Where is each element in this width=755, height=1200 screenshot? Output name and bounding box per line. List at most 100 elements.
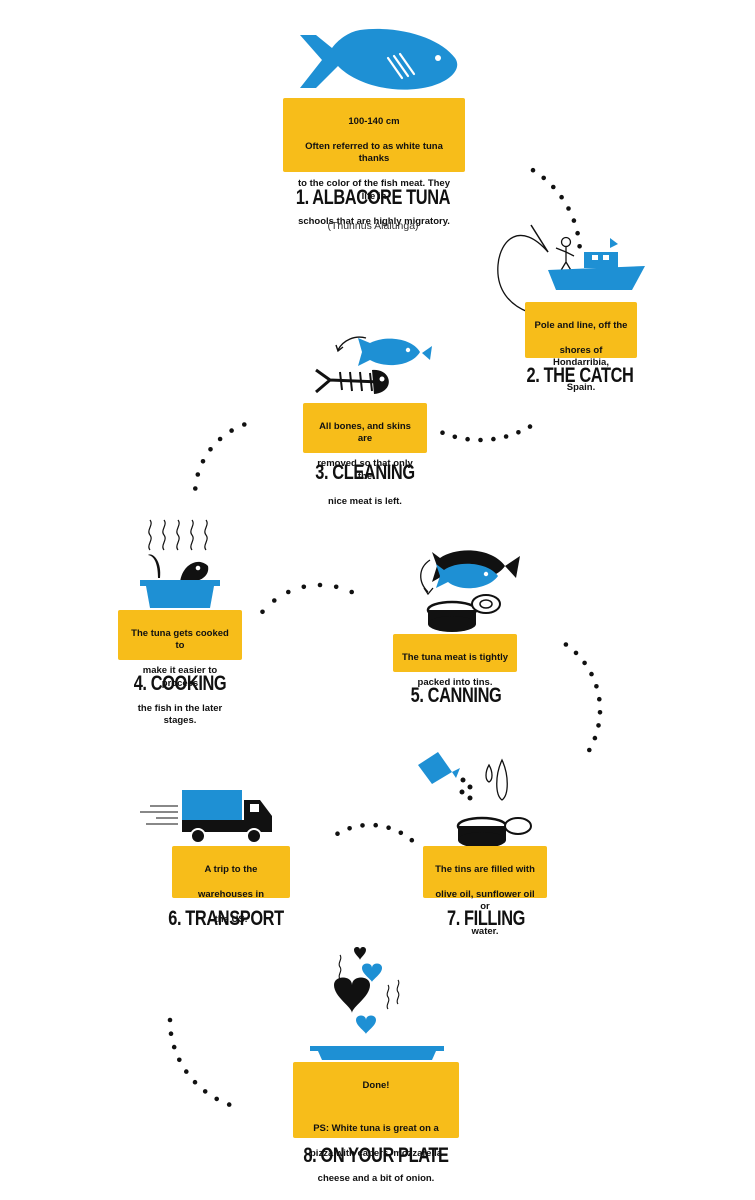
connector-dot xyxy=(582,660,587,666)
note-line: Pole and line, off the xyxy=(534,319,628,331)
connector-dot xyxy=(193,486,198,491)
connector-dot xyxy=(192,1079,198,1085)
note-line xyxy=(301,1105,451,1111)
step-1-title: 1. ALBACORE TUNA xyxy=(295,186,451,209)
step-3-note: All bones, and skins are removed so that… xyxy=(303,403,427,507)
connector-dot xyxy=(577,244,582,249)
note-line: the US. xyxy=(214,913,248,925)
note-line: schools that are highly migratory. xyxy=(298,215,450,227)
step-5-title: 5. CANNING xyxy=(410,684,502,707)
note-line: All bones, and skins are xyxy=(319,420,411,445)
connector-dot xyxy=(242,422,247,427)
oil-drops-icon xyxy=(418,752,532,848)
connector-dot xyxy=(398,830,404,836)
connector-dot xyxy=(301,584,307,590)
step-6-note: A trip to the warehouses in the US. xyxy=(172,846,290,925)
step-7-note: The tins are filled with olive oil, sunf… xyxy=(423,846,547,937)
note-line: The tins are filled with xyxy=(435,863,535,875)
note-line: Often referred to as white tuna thanks xyxy=(305,140,443,165)
note-line: pizza with capers, mozzarella xyxy=(310,1148,442,1159)
connector-dot xyxy=(272,598,277,603)
note-line: Done! xyxy=(362,1079,390,1091)
connector-dot xyxy=(347,826,352,831)
step-6-title: 6. TRANSPORT xyxy=(168,907,284,930)
tin-can-icon xyxy=(420,550,520,632)
connector-dot xyxy=(503,434,509,439)
step-2-note: Pole and line, off the shores of Hondarr… xyxy=(525,302,637,393)
note-line: to the color of the fish meat. They life… xyxy=(297,178,450,202)
connector-dot xyxy=(566,206,571,211)
step-1-note: 100-140 cm Often referred to as white tu… xyxy=(283,98,465,227)
connector-dot xyxy=(177,1057,182,1063)
step-4-note: The tuna gets cooked to make it easier t… xyxy=(118,610,242,726)
note-line: make it easier to process xyxy=(142,665,218,689)
connector-dot xyxy=(452,434,458,440)
connector-dot xyxy=(167,1017,173,1023)
connector-dot xyxy=(386,825,391,830)
note-line: packed into tins. xyxy=(417,676,493,688)
connector-dot xyxy=(373,822,379,828)
note-line: 100-140 cm xyxy=(348,115,400,127)
connector-dot xyxy=(202,1089,208,1094)
truck-icon xyxy=(140,790,272,844)
connector-dot xyxy=(530,167,536,173)
connector-dot xyxy=(229,428,234,433)
connector-dot xyxy=(317,582,323,588)
connector-dot xyxy=(594,684,599,689)
note-line: cheese and a bit of onion. xyxy=(317,1173,435,1184)
connector-dot xyxy=(491,436,496,442)
note-line: warehouses in xyxy=(198,888,264,900)
step-4-title: 4. COOKING xyxy=(133,672,227,695)
dotted-connectors xyxy=(167,167,603,1107)
connector-dot xyxy=(596,723,601,728)
connector-dot xyxy=(559,194,564,200)
connector-dot xyxy=(571,218,577,223)
connector-dot xyxy=(195,472,201,477)
note-line: A trip to the xyxy=(204,863,258,875)
connector-dot xyxy=(589,671,594,677)
connector-dot xyxy=(597,696,602,702)
note-line: water. xyxy=(471,926,499,937)
connector-dot xyxy=(465,436,470,442)
note-line: The tuna gets cooked to xyxy=(131,627,229,652)
step-1-subtitle: (Thunnus Alalunga) xyxy=(327,220,419,232)
connector-dot xyxy=(527,424,533,429)
note-line: olive oil, sunflower oil or xyxy=(435,888,535,913)
connector-dot xyxy=(541,175,546,181)
step-7-title: 7. FILLING xyxy=(447,907,525,930)
connector-dot xyxy=(171,1044,177,1050)
step-5-note: The tuna meat is tightly packed into tin… xyxy=(393,634,517,688)
connector-dot xyxy=(563,642,569,647)
connector-dot xyxy=(200,459,206,464)
fish-skeleton-icon xyxy=(315,336,432,394)
plate-hearts-icon xyxy=(310,947,444,1060)
note-line: The tuna meat is tightly xyxy=(401,651,509,663)
connector-dot xyxy=(217,436,223,442)
cooking-pot-icon xyxy=(140,519,220,608)
connector-dot xyxy=(409,837,415,843)
note-line: removed so that only the xyxy=(317,458,413,482)
note-line: the fish in the later stages. xyxy=(137,702,223,727)
step-8-title: 8. ON YOUR PLATE xyxy=(303,1144,449,1167)
connector-dot xyxy=(333,584,339,590)
fishing-boat-icon xyxy=(497,224,645,313)
connector-dot xyxy=(208,447,213,452)
connector-dot xyxy=(349,589,355,595)
connector-dot xyxy=(597,710,603,715)
connector-dot xyxy=(260,609,265,615)
step-2-title: 2. THE CATCH xyxy=(526,364,634,387)
connector-dot xyxy=(360,823,365,828)
connector-dot xyxy=(592,735,598,741)
connector-dot xyxy=(575,230,580,236)
tuna-fish-icon xyxy=(300,28,458,90)
note-line: Spain. xyxy=(566,382,596,393)
note-line: nice meat is left. xyxy=(328,495,402,507)
connector-dot xyxy=(440,430,445,436)
connector-dot xyxy=(214,1096,219,1102)
connector-dot xyxy=(286,589,291,595)
connector-dot xyxy=(573,650,579,656)
connector-dot xyxy=(478,437,483,443)
connector-dot xyxy=(168,1031,174,1036)
